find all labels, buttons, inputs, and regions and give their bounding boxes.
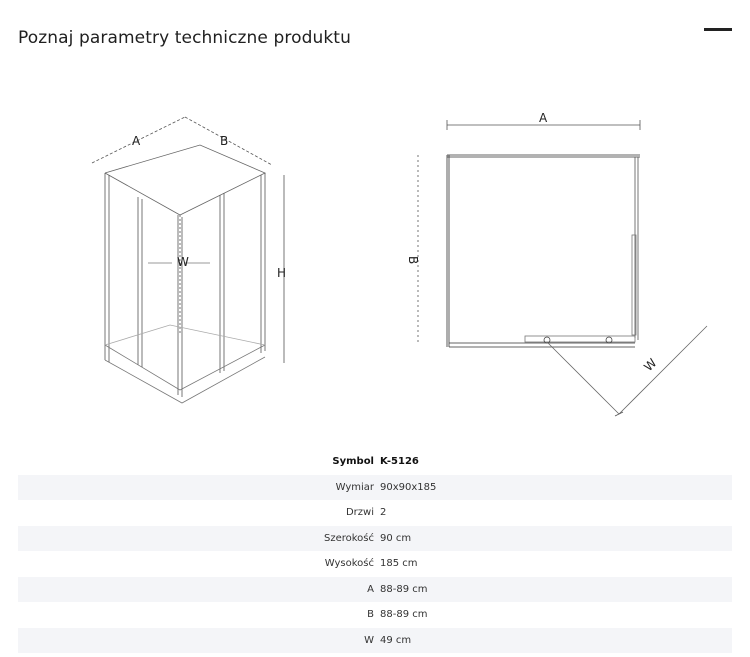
- iso-label-h: H: [277, 266, 286, 280]
- spec-row: A 88-89 cm: [18, 576, 732, 602]
- plan-label-w: W: [641, 356, 659, 374]
- spec-key: Szerokość: [18, 525, 378, 551]
- spec-value: 88-89 cm: [378, 576, 732, 602]
- spec-row: Wymiar 90x90x185: [18, 474, 732, 500]
- spec-row: Drzwi 2: [18, 500, 732, 526]
- spec-value: 90 cm: [378, 525, 732, 551]
- spec-value: 88-89 cm: [380, 609, 428, 621]
- spec-row-symbol: Symbol K-5126: [18, 449, 732, 475]
- iso-label-a: A: [132, 134, 141, 148]
- plan-drawing: A B W: [406, 111, 708, 417]
- spec-key: A: [18, 576, 378, 602]
- spec-row: W 49 cm: [18, 627, 732, 653]
- spec-row: Szerokość 90 cm: [18, 525, 732, 551]
- spec-key: Wysokość: [324, 558, 374, 570]
- spec-value: 90x90x185: [378, 474, 732, 500]
- spec-table: Symbol K-5126 Wymiar 90x90x185 Drzwi 2 S…: [18, 449, 732, 653]
- dim-line-a: [91, 116, 186, 164]
- collapse-toggle-icon[interactable]: [704, 28, 732, 31]
- plan-label-a: A: [539, 111, 548, 125]
- page-title: Poznaj parametry techniczne produktu: [18, 28, 351, 48]
- isometric-drawing: A B W H: [91, 116, 286, 404]
- iso-label-w: W: [177, 255, 189, 269]
- spec-value: K-5126: [380, 456, 419, 468]
- spec-value: 185 cm: [380, 558, 418, 570]
- spec-row: Wysokość 185 cm: [18, 551, 732, 577]
- spec-value: 2: [380, 507, 387, 519]
- spec-key: Symbol: [332, 456, 374, 468]
- spec-key: Drzwi: [345, 507, 374, 519]
- spec-key: B: [367, 609, 374, 621]
- spec-row: B 88-89 cm: [18, 602, 732, 628]
- dim-line-b: [184, 116, 273, 166]
- spec-key: Wymiar: [18, 474, 378, 500]
- iso-label-b: B: [220, 134, 228, 148]
- plan-label-b: B: [406, 256, 420, 264]
- spec-value: 49 cm: [378, 627, 732, 653]
- spec-key: W: [18, 627, 378, 653]
